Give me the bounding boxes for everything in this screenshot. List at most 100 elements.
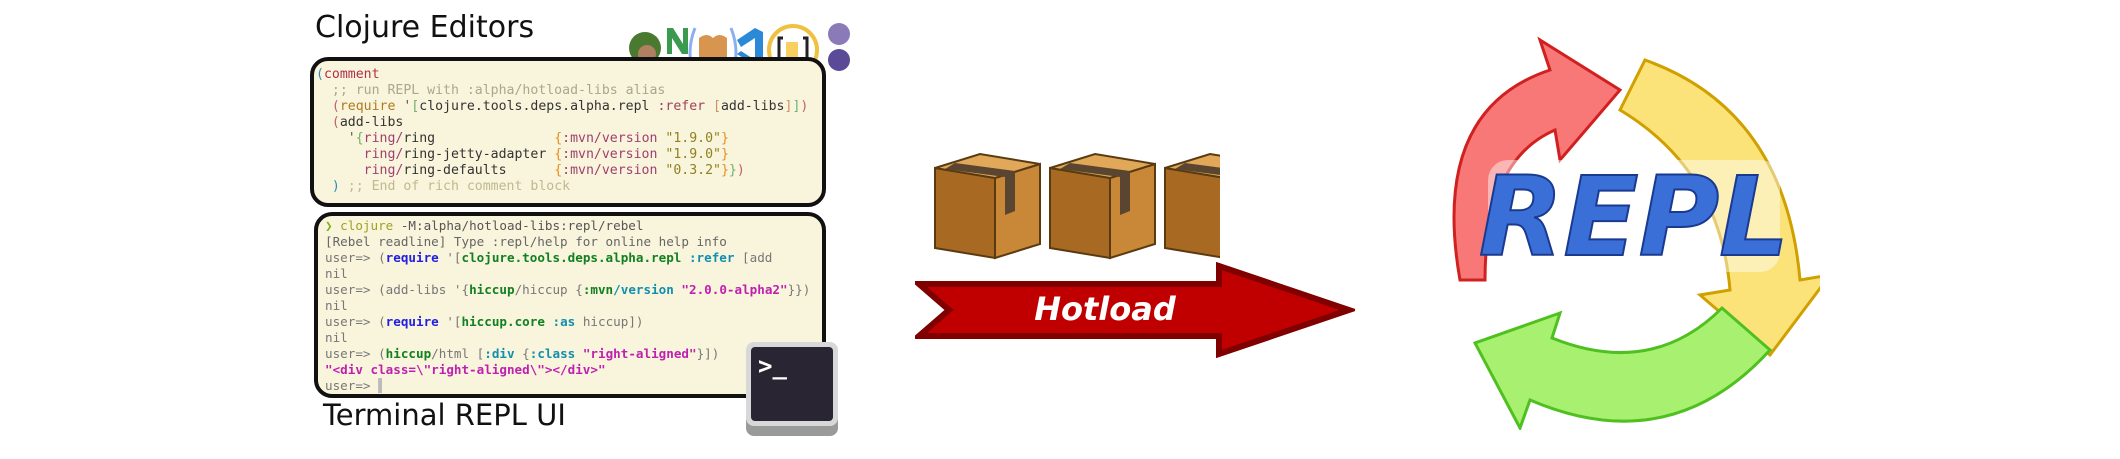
code-token: user=> bbox=[325, 378, 379, 393]
code-token: '[ bbox=[438, 250, 462, 265]
code-token: ( bbox=[316, 115, 340, 130]
code-token: ❯ bbox=[325, 218, 341, 233]
code-line: user=> (hiccup/html [:div {:class "right… bbox=[325, 346, 810, 362]
code-token: :mvn bbox=[582, 282, 614, 297]
code-line: (comment bbox=[316, 67, 808, 83]
code-line: user=> (require '[clojure.tools.deps.alp… bbox=[325, 250, 810, 266]
code-token: user=> ( bbox=[325, 314, 386, 329]
code-token: ) bbox=[800, 99, 809, 114]
code-token: ) bbox=[316, 179, 348, 194]
code-token: clojure.tools.deps.alpha.repl bbox=[419, 99, 658, 114]
code-token: "<div class=\"right-aligned\"></div>" bbox=[325, 362, 606, 377]
code-token: ring bbox=[403, 131, 555, 146]
code-line: nil bbox=[325, 330, 810, 346]
svg-text:>_: >_ bbox=[758, 352, 787, 380]
code-token: } bbox=[728, 163, 737, 178]
code-token: '[ bbox=[438, 314, 462, 329]
code-token: ring-defaults bbox=[403, 163, 555, 178]
code-token: comment bbox=[323, 67, 380, 82]
code-line: user=> (add-libs '{hiccup/hiccup {:mvn/v… bbox=[325, 282, 810, 298]
hotload-label: Hotload bbox=[1034, 290, 1177, 328]
code-token: ( bbox=[316, 67, 324, 82]
code-token: require bbox=[385, 314, 439, 329]
code-token: } bbox=[720, 163, 729, 178]
code-token: hiccup bbox=[385, 346, 432, 361]
code-token: add-libs bbox=[339, 115, 404, 130]
emacs-icon bbox=[828, 23, 850, 71]
code-token: "1.9.0" bbox=[665, 131, 721, 146]
editors-title: Clojure Editors bbox=[315, 10, 535, 45]
code-token: nil bbox=[325, 298, 348, 313]
code-token: ) bbox=[736, 163, 745, 178]
code-line: user=> (require '[hiccup.core :as hiccup… bbox=[325, 314, 810, 330]
code-token: :refer bbox=[681, 250, 735, 265]
package-box-icon bbox=[1164, 153, 1220, 259]
code-line: ring/ring-jetty-adapter {:mvn/version "1… bbox=[316, 147, 808, 163]
code-token: ring/ bbox=[316, 163, 404, 178]
code-token: -M:alpha/hotload-libs:repl/rebel bbox=[400, 218, 644, 233]
code-line: (require '[clojure.tools.deps.alpha.repl… bbox=[316, 99, 808, 115]
code-line: ) ;; End of rich comment block bbox=[316, 179, 808, 195]
editor-code-panel: (comment ;; run REPL with :alpha/hotload… bbox=[310, 57, 826, 207]
code-token: ( bbox=[316, 99, 340, 114]
code-token: /version bbox=[613, 282, 674, 297]
code-token: add-libs bbox=[720, 99, 785, 114]
code-token: { bbox=[554, 147, 563, 162]
terminal-icon: >_ bbox=[746, 342, 838, 436]
code-token: [Rebel readline] Type :repl/help for onl… bbox=[325, 234, 727, 249]
code-token: nil bbox=[325, 330, 348, 345]
code-token: require bbox=[339, 99, 396, 114]
code-token: { bbox=[514, 346, 530, 361]
code-token: ring/ bbox=[363, 131, 404, 146]
code-token: clojure bbox=[340, 218, 401, 233]
code-token: ▌ bbox=[378, 378, 386, 393]
code-token: user=> ( bbox=[325, 346, 386, 361]
code-token: ring-jetty-adapter bbox=[403, 147, 555, 162]
repl-cycle-icon: REPL bbox=[1452, 36, 1820, 430]
code-token: "0.3.2" bbox=[665, 163, 721, 178]
terminal-repl-panel: ❯ clojure -M:alpha/hotload-libs:repl/reb… bbox=[314, 212, 826, 398]
code-token: /hiccup { bbox=[514, 282, 583, 297]
code-line: user=> ▌ bbox=[325, 378, 810, 394]
code-token: { bbox=[554, 163, 563, 178]
code-token: /html [ bbox=[431, 346, 485, 361]
code-token: [add bbox=[734, 250, 773, 265]
code-token: ;; End of rich comment block bbox=[347, 179, 571, 194]
code-token: [ bbox=[411, 99, 420, 114]
code-line: "<div class=\"right-aligned\"></div>" bbox=[325, 362, 810, 378]
code-token: "2.0.0-alpha2" bbox=[673, 282, 788, 297]
code-token: [ bbox=[713, 99, 721, 114]
code-token: ring/ bbox=[316, 147, 404, 162]
code-token: ' bbox=[316, 131, 356, 146]
vscode-icon bbox=[737, 28, 763, 66]
code-token: } bbox=[720, 147, 729, 162]
code-line: [Rebel readline] Type :repl/help for onl… bbox=[325, 234, 810, 250]
terminal-title: Terminal REPL UI bbox=[323, 398, 566, 432]
package-box-icon bbox=[1049, 153, 1156, 259]
code-token: user=> ( bbox=[325, 250, 386, 265]
code-token: hiccup]) bbox=[575, 314, 644, 329]
code-token: require bbox=[385, 250, 439, 265]
packages-group bbox=[934, 153, 1220, 259]
code-line: ring/ring-defaults {:mvn/version "0.3.2"… bbox=[316, 163, 808, 179]
code-token: ] bbox=[784, 99, 793, 114]
code-token: ;; run REPL with :alpha/hotload-libs ali… bbox=[316, 83, 666, 98]
neovim-icon bbox=[667, 28, 688, 54]
code-line: ;; run REPL with :alpha/hotload-libs ali… bbox=[316, 83, 808, 99]
code-token: "1.9.0" bbox=[665, 147, 721, 162]
code-token: }]) bbox=[696, 346, 720, 361]
code-line: nil bbox=[325, 266, 810, 282]
code-token: nil bbox=[325, 266, 348, 281]
code-token: "right-aligned" bbox=[575, 346, 697, 361]
code-token: ] bbox=[792, 99, 801, 114]
code-token: clojure.tools.deps.alpha.repl bbox=[461, 250, 682, 265]
code-token: } bbox=[720, 131, 729, 146]
code-line: '{ring/ring {:mvn/version "1.9.0"} bbox=[316, 131, 808, 147]
code-token: hiccup bbox=[469, 282, 515, 297]
hotload-arrow: Hotload bbox=[915, 262, 1355, 358]
code-line: nil bbox=[325, 298, 810, 314]
code-token: :as bbox=[544, 314, 576, 329]
code-token: :class bbox=[529, 346, 576, 361]
repl-label: REPL bbox=[1479, 153, 1790, 281]
code-token: :refer bbox=[657, 99, 714, 114]
